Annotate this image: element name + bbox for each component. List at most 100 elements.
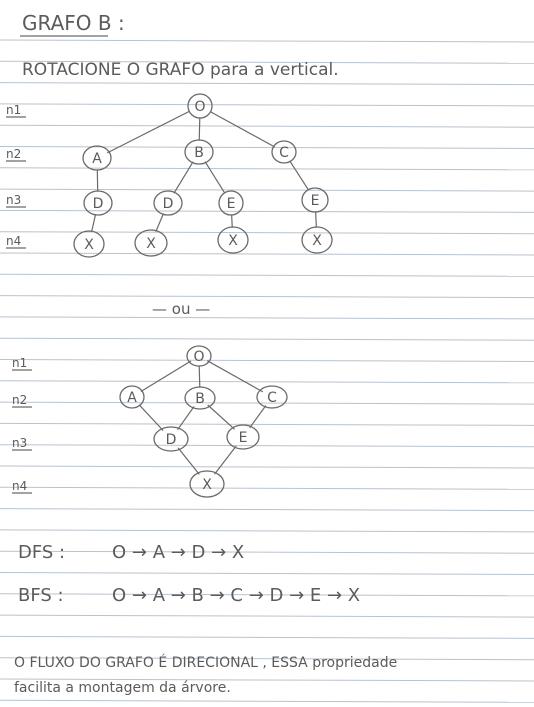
ruled-line	[0, 337, 534, 341]
node-d-gD: D	[153, 426, 189, 452]
ruled-line	[0, 699, 534, 703]
node-label: X	[84, 237, 94, 253]
node-c-tC: C	[271, 140, 297, 164]
note-line-1: O FLUXO DO GRAFO É DIRECIONAL , ESSA pro…	[14, 654, 397, 671]
edge-tD1-tX1	[91, 213, 97, 233]
bfs-label: BFS :	[18, 585, 64, 606]
node-label: O	[193, 349, 204, 365]
ruled-line	[0, 167, 534, 171]
edge-gB-gD	[177, 406, 195, 431]
separator-text: — ou —	[152, 300, 210, 318]
edge-t0-tA	[106, 110, 191, 154]
note-line-2: facilita a montagem da árvore.	[14, 680, 231, 696]
node-label: C	[267, 390, 277, 406]
node-label: C	[279, 145, 289, 161]
ruled-line	[0, 380, 534, 384]
edge-g0-gA	[140, 360, 192, 393]
edge-tC-tE2	[289, 160, 310, 191]
dag-edges	[138, 360, 267, 475]
node-label: A	[127, 390, 137, 406]
level-label-n2: n2	[12, 393, 27, 407]
node-b-tB: B	[184, 139, 214, 165]
edge-tE2-tX4	[315, 211, 317, 228]
ruled-line	[0, 486, 534, 490]
ruled-line	[0, 593, 534, 597]
node-x-gX: X	[189, 470, 225, 498]
node-b-gB: B	[184, 386, 216, 410]
ruled-line	[0, 678, 534, 682]
edge-tD2-tX2	[155, 213, 165, 232]
node-c-gC: C	[256, 385, 288, 409]
node-label: X	[228, 233, 238, 249]
node-label: B	[195, 391, 205, 407]
ruled-line	[0, 103, 534, 107]
edge-g0-gC	[207, 360, 264, 393]
edge-gE-gX	[214, 445, 237, 475]
node-label: D	[163, 196, 174, 212]
node-x-tX2: X	[134, 229, 168, 257]
node-label: O	[194, 99, 205, 115]
ruled-line	[0, 614, 534, 618]
ruled-line	[0, 401, 534, 405]
ruled-line	[0, 252, 534, 256]
node-label: B	[194, 145, 204, 161]
node-label: X	[312, 233, 322, 249]
node-circle	[119, 385, 145, 409]
instruction-text: ROTACIONE O GRAFO para a vertical.	[22, 60, 339, 80]
ruled-line	[0, 124, 534, 128]
node-circle	[184, 139, 214, 165]
ruled-line	[0, 465, 534, 469]
ruled-line	[0, 295, 534, 299]
node-o-t0: O	[187, 93, 213, 119]
ruled-line	[0, 508, 534, 512]
dfs-sequence: O → A → D → X	[112, 542, 244, 563]
edge-t0-tC	[209, 110, 276, 148]
tree-edges	[91, 110, 317, 233]
node-e-gE: E	[226, 424, 260, 450]
ruled-line	[0, 529, 534, 533]
node-circle	[217, 226, 249, 254]
ruled-line	[0, 422, 534, 426]
node-circle	[184, 386, 216, 410]
dag-nodes: O A B C D E X	[119, 345, 288, 498]
ruled-line	[0, 209, 534, 213]
dfs-label: DFS :	[18, 542, 65, 563]
ruled-line	[0, 82, 534, 86]
edge-gB-gE	[207, 404, 236, 430]
edge-gD-gX	[177, 447, 200, 475]
ruled-line	[0, 572, 534, 575]
node-label: A	[92, 151, 102, 167]
ruled-line	[0, 60, 534, 64]
node-circle	[153, 426, 189, 452]
node-circle	[218, 190, 244, 216]
edge-gA-gD	[138, 404, 164, 432]
ruled-line	[0, 359, 534, 362]
node-a-tA: A	[82, 145, 112, 171]
ruled-line	[0, 231, 534, 235]
node-e-tE1: E	[218, 190, 244, 216]
ruled-line	[0, 39, 534, 43]
node-circle	[82, 145, 112, 171]
level-label-n3: n3	[12, 436, 27, 450]
node-circle	[153, 190, 183, 216]
node-d-tD2: D	[153, 190, 183, 216]
node-label: X	[202, 477, 212, 493]
node-circle	[226, 424, 260, 450]
level-label-n2: n2	[6, 147, 21, 161]
node-circle	[256, 385, 288, 409]
node-o-g0: O	[186, 345, 212, 367]
ruled-line	[0, 146, 534, 149]
node-a-gA: A	[119, 385, 145, 409]
node-x-tX4: X	[301, 226, 333, 254]
node-circle	[301, 226, 333, 254]
node-label: E	[311, 193, 320, 209]
level-label-n1: n1	[12, 356, 27, 370]
level-label-n4: n4	[6, 234, 21, 248]
node-x-tX1: X	[73, 230, 105, 258]
page-title: GRAFO B :	[22, 11, 125, 35]
node-circle	[189, 470, 225, 498]
ruled-line	[0, 550, 534, 554]
